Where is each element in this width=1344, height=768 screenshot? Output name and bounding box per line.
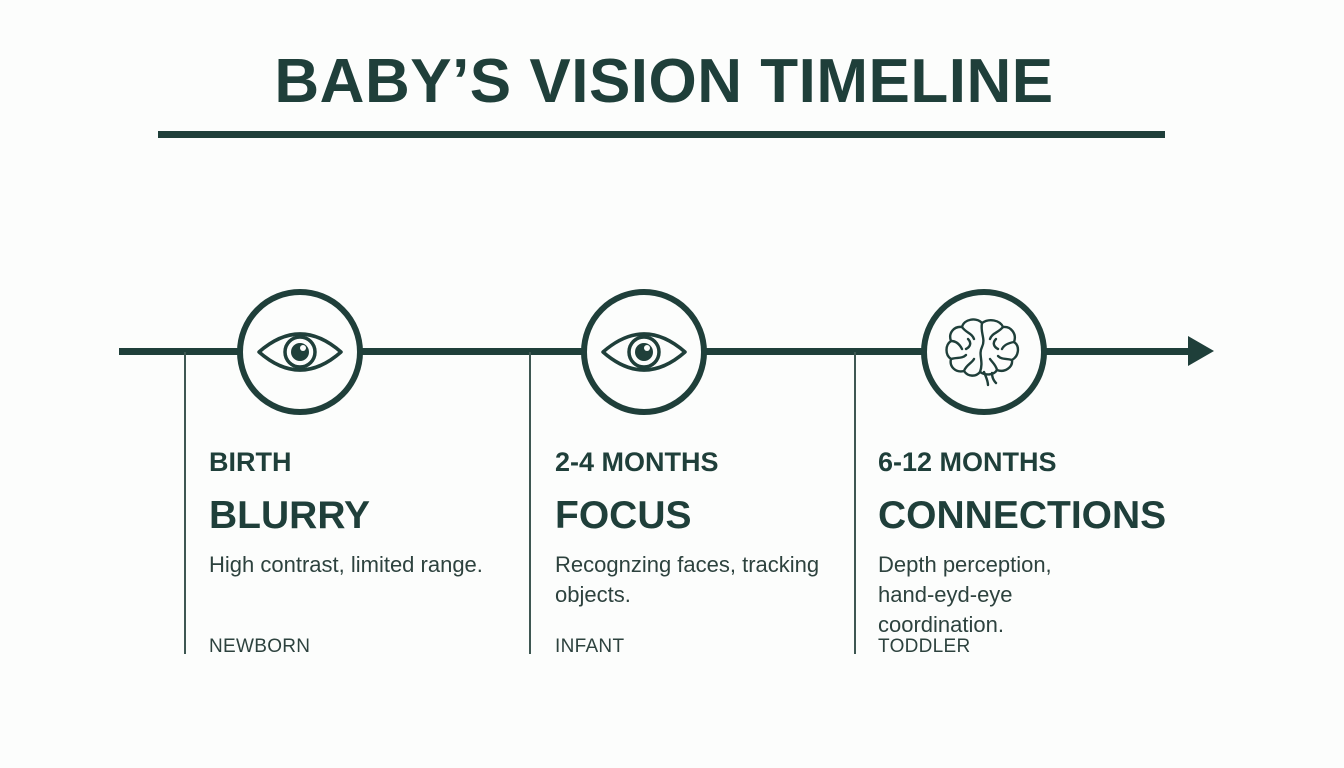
stage-2-age: 2-4 MONTHS xyxy=(555,447,719,477)
stage-2-title: FOCUS xyxy=(555,494,692,537)
stage-1-divider xyxy=(184,352,186,654)
eye-icon xyxy=(601,332,687,372)
page-title: BABY’S VISION TIMELINE xyxy=(274,47,1054,116)
timeline-arrow-icon xyxy=(1188,336,1214,366)
stage-1-title: BLURRY xyxy=(209,494,371,537)
stage-3-text: 6-12 MONTHS CONNECTIONS Depth perception… xyxy=(878,444,1178,640)
stage-2-divider xyxy=(529,352,531,654)
stage-1-age: BIRTH xyxy=(209,447,292,477)
stage-3-age: 6-12 MONTHS xyxy=(878,447,1057,477)
stage-2-text: 2-4 MONTHS FOCUS Recognzing faces, track… xyxy=(555,444,855,610)
stage-3-node xyxy=(921,289,1047,415)
brain-icon xyxy=(945,318,1020,387)
stage-2-node xyxy=(581,289,707,415)
stage-3-category: TODDLER xyxy=(878,636,971,657)
stage-2-category: INFANT xyxy=(555,636,625,657)
eye-icon xyxy=(257,332,343,372)
title-underline xyxy=(158,131,1165,138)
stage-2-description: Recognzing faces, tracking objects. xyxy=(555,552,820,607)
stage-1-text: BIRTH BLURRY High contrast, limited rang… xyxy=(209,444,509,580)
stage-3-description: Depth perception, hand-eyd-eye coordinat… xyxy=(878,552,1052,637)
stage-1-node xyxy=(237,289,363,415)
stage-3-title: CONNECTIONS xyxy=(878,494,1167,537)
stage-1-description: High contrast, limited range. xyxy=(209,552,483,577)
stage-1-category: NEWBORN xyxy=(209,636,311,657)
stage-3-divider xyxy=(854,352,856,654)
